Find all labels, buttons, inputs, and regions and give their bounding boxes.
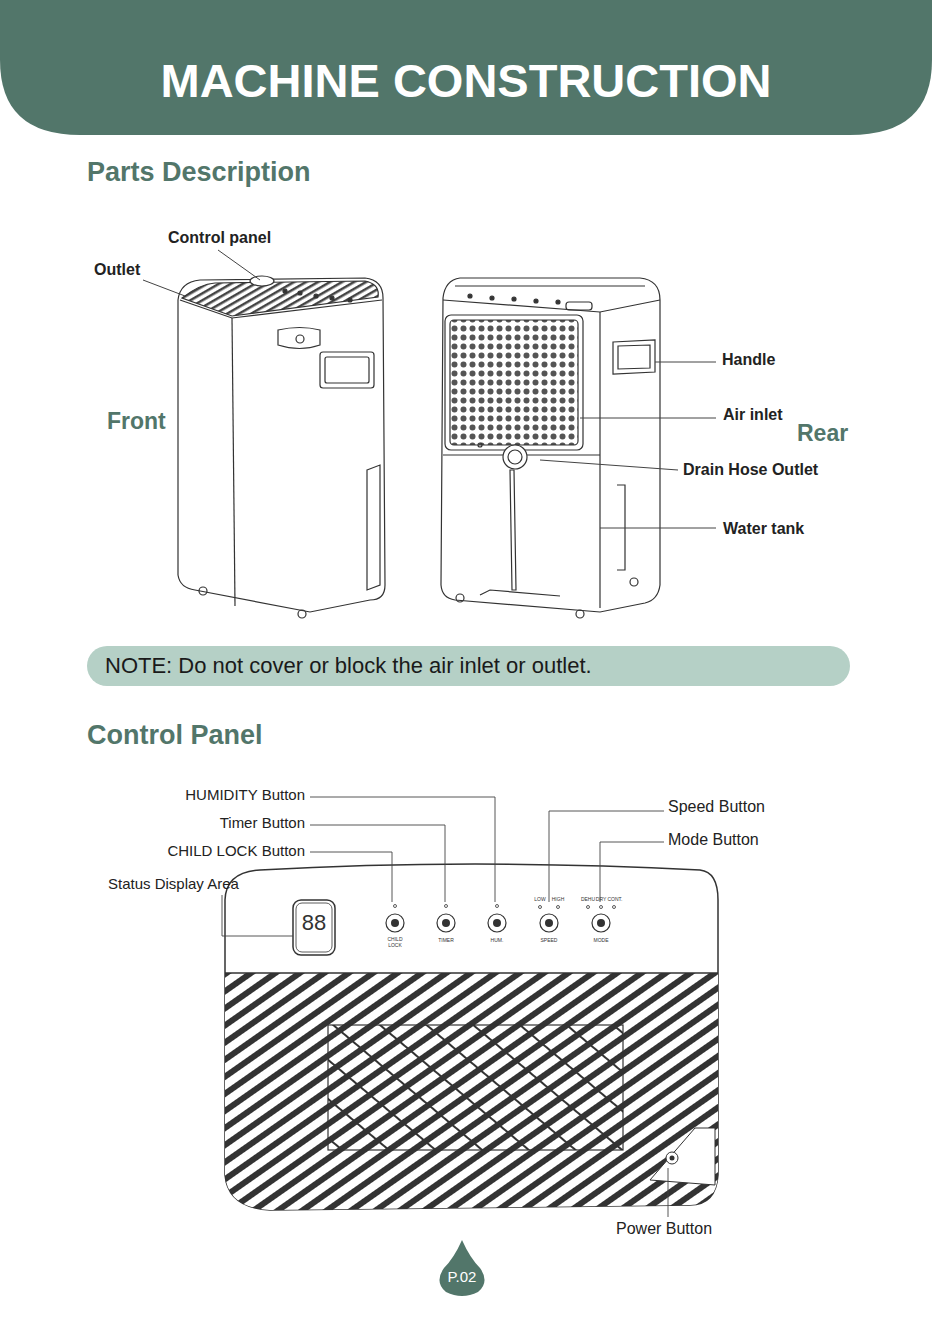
button-label: Timer Button <box>220 815 305 832</box>
indicator-caption: DEHU <box>581 897 595 903</box>
part-label: Water tank <box>723 520 804 538</box>
part-label: Drain Hose Outlet <box>683 461 818 479</box>
indicator-caption: LOW <box>534 897 545 903</box>
button-label: Speed Button <box>668 798 765 816</box>
view-label: Front <box>107 409 166 434</box>
part-label: Handle <box>722 351 775 369</box>
key-caption: HUM. <box>491 938 504 944</box>
button-label: Mode Button <box>668 831 759 849</box>
button-label: HUMIDITY Button <box>185 787 305 804</box>
button-label: Power Button <box>616 1220 712 1238</box>
note-text: NOTE: Do not cover or block the air inle… <box>105 654 592 678</box>
key-caption: TIMER <box>438 938 454 944</box>
key-caption: SPEED <box>541 938 558 944</box>
front-unit <box>178 276 385 618</box>
display-digits: 88 <box>302 911 326 935</box>
section-heading: Parts Description <box>87 158 311 188</box>
indicator-caption: CONT. <box>608 897 623 903</box>
page-drop-shape <box>439 1240 484 1296</box>
display-label: Status Display Area <box>108 876 239 893</box>
rear-unit <box>441 278 660 618</box>
key-caption: CHILD LOCK <box>386 937 404 948</box>
section-heading: Control Panel <box>87 721 263 751</box>
page-title: MACHINE CONSTRUCTION <box>161 55 772 107</box>
part-label: Control panel <box>168 229 271 247</box>
indicator-caption: HIGH <box>552 897 565 903</box>
leader-lines <box>143 250 716 528</box>
button-label: CHILD LOCK Button <box>167 843 305 860</box>
note-band: NOTE: Do not cover or block the air inle… <box>87 646 850 686</box>
view-label: Rear <box>797 421 848 446</box>
part-label: Air inlet <box>723 406 783 424</box>
header-band <box>0 0 932 135</box>
part-label: Outlet <box>94 261 140 279</box>
control-panel-drawing <box>225 864 720 1213</box>
indicator-caption: DRY <box>596 897 606 903</box>
key-caption: MODE <box>594 938 609 944</box>
page-number-drop: P.02 <box>436 1262 488 1292</box>
panel-leader-lines <box>222 797 668 1217</box>
page-number: P.02 <box>448 1269 477 1286</box>
